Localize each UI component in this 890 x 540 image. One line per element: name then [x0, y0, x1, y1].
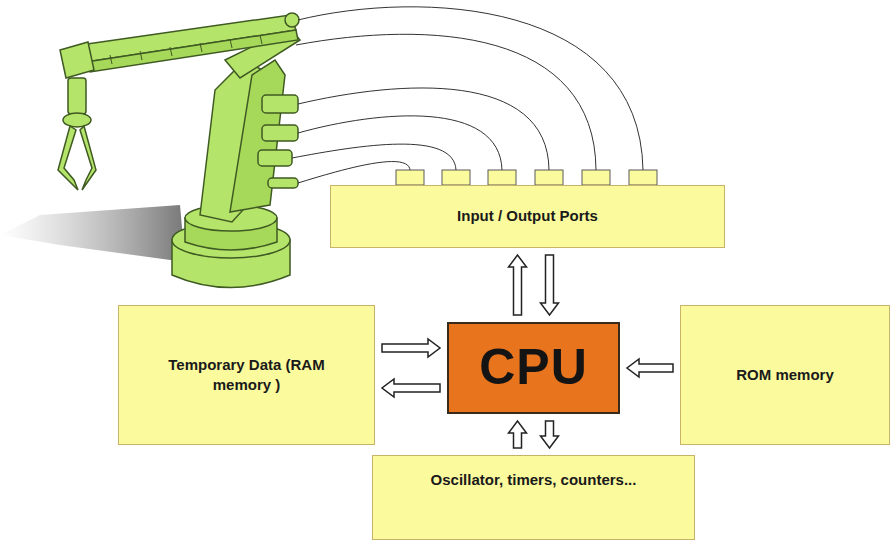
robot-joint — [258, 150, 292, 166]
boom-ribs — [110, 35, 262, 64]
robot-wrist — [60, 42, 94, 78]
block-arrow — [627, 359, 673, 377]
block-arrow — [541, 255, 559, 315]
block-arrow — [382, 339, 440, 357]
port-pin — [442, 170, 470, 185]
ram-box: Temporary Data (RAM memory ) — [118, 305, 375, 445]
robot-wrist-joint — [63, 113, 91, 127]
node-label: ROM memory — [736, 365, 834, 385]
robot-joint — [262, 125, 298, 141]
oscillator-box: Oscillator, timers, counters... — [372, 455, 695, 540]
node-label: Input / Output Ports — [457, 206, 598, 226]
port-pin — [535, 170, 563, 185]
port-pin — [582, 170, 610, 185]
node-label: CPU — [479, 334, 588, 402]
cpu-box: CPU — [447, 322, 620, 414]
robot-shadow — [0, 205, 185, 262]
port-pins — [396, 170, 657, 185]
boom-ribs — [110, 35, 262, 64]
block-arrow — [541, 421, 559, 448]
wire — [298, 7, 643, 170]
robot-pivot — [285, 13, 299, 27]
port-pin — [629, 170, 657, 185]
robot-gripper-finger — [80, 126, 96, 190]
robot-joint — [262, 95, 298, 113]
block-arrow — [382, 379, 440, 397]
robot-wires — [292, 7, 643, 183]
wire — [298, 88, 549, 170]
block-arrow — [509, 255, 527, 315]
node-label: Temporary Data (RAM memory ) — [162, 355, 332, 396]
wire — [298, 162, 410, 183]
rom-box: ROM memory — [680, 305, 890, 445]
block-arrow — [509, 421, 527, 448]
robot-joint — [268, 178, 298, 188]
robot-arm — [58, 13, 300, 288]
io-ports-box: Input / Output Ports — [330, 185, 725, 248]
robot-boom-side — [86, 30, 298, 72]
wire — [292, 144, 456, 170]
port-pin — [488, 170, 516, 185]
robot-gripper-finger — [58, 126, 78, 190]
node-label: Oscillator, timers, counters... — [431, 470, 637, 490]
robot-wrist-column — [68, 78, 86, 114]
port-pin — [396, 170, 424, 185]
